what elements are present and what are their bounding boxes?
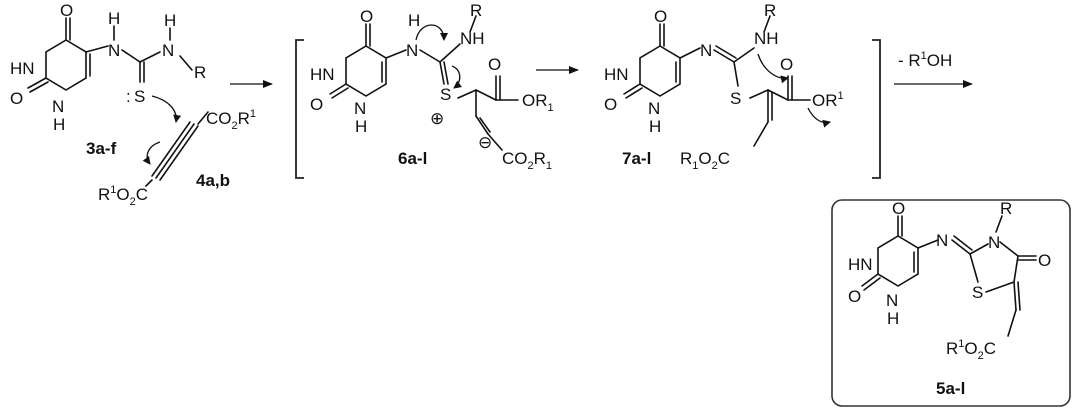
reagent-label: - R1OH (898, 50, 952, 70)
atom-O: O (310, 95, 323, 114)
compound-5-structure (861, 215, 1037, 337)
atom-HN: HN (10, 59, 35, 78)
compound-6-structure (329, 15, 519, 151)
atom-H: H (108, 9, 120, 28)
curved-arrow (757, 53, 789, 84)
atom-H: H (355, 117, 367, 136)
atom-N: N (936, 231, 948, 250)
atom-HN: HN (848, 255, 873, 274)
atom-N: N (700, 41, 712, 60)
compound-label-5: 5a-l (936, 379, 965, 398)
charge-plus: ⊕ (430, 109, 444, 128)
atom-O: O (488, 55, 501, 74)
compound-4-structure (145, 111, 209, 187)
charge-minus: ⊖ (478, 133, 492, 152)
atom-N: N (162, 41, 174, 60)
atom-N: N (354, 99, 366, 118)
atom-O: O (892, 199, 905, 218)
atom-R: R (1000, 199, 1012, 218)
atom-NH: NH (754, 29, 779, 48)
atom-O: O (60, 1, 73, 20)
curved-arrow (451, 65, 462, 89)
atom-R1O2C: R1O2C (946, 338, 996, 362)
atom-H: H (408, 11, 420, 30)
bracket-right (872, 39, 881, 179)
atom-H: H (164, 11, 176, 30)
atom-O: O (780, 55, 793, 74)
atom-N: N (886, 291, 898, 310)
atom-R: R (194, 63, 206, 82)
atom-R1O2C: R1O2C (98, 184, 148, 208)
atom-O: O (604, 95, 617, 114)
atom-N: N (988, 233, 1000, 252)
atom-N: N (406, 41, 418, 60)
atom-H: H (887, 309, 899, 328)
atom-S: S (972, 283, 983, 302)
curved-arrow (142, 141, 161, 165)
compound-label-7: 7a-l (622, 149, 651, 168)
atom-H: H (649, 117, 661, 136)
atom-S: S (730, 89, 741, 108)
bracket-left (295, 39, 304, 179)
curved-arrow (151, 95, 182, 123)
atom-O: O (848, 287, 861, 306)
atom-O: O (10, 89, 23, 108)
atom-N: N (52, 97, 64, 116)
compound-label-6: 6a-l (398, 149, 427, 168)
atom-N: N (108, 41, 120, 60)
atom-S: S (440, 85, 451, 104)
atom-N: N (648, 99, 660, 118)
product-box (831, 199, 1071, 407)
atom-HN: HN (604, 65, 629, 84)
curved-arrow (807, 107, 831, 128)
compound-label-3: 3a-f (86, 139, 117, 158)
atom-OR1: OR1 (522, 91, 554, 114)
compound-7-structure (623, 15, 811, 147)
atom-HN: HN (310, 65, 335, 84)
atom-H: H (53, 115, 65, 134)
atom-OR1: OR1 (812, 90, 844, 110)
atom-R1O2C: R1O2C (680, 149, 730, 172)
compound-label-4: 4a,b (196, 171, 230, 190)
atom-R: R (764, 1, 776, 20)
atom-O: O (360, 7, 373, 26)
atom-NH: NH (460, 29, 485, 48)
compound-3-structure (27, 17, 193, 93)
lone-pair: : (126, 87, 131, 106)
atom-O: O (1038, 251, 1051, 270)
atom-S: S (134, 87, 145, 106)
atom-R: R (470, 1, 482, 20)
atom-CO2R1: CO2R1 (206, 108, 256, 132)
curved-arrow (415, 24, 448, 41)
atom-CO2R1: CO2R1 (502, 149, 552, 172)
atom-O: O (654, 7, 667, 26)
